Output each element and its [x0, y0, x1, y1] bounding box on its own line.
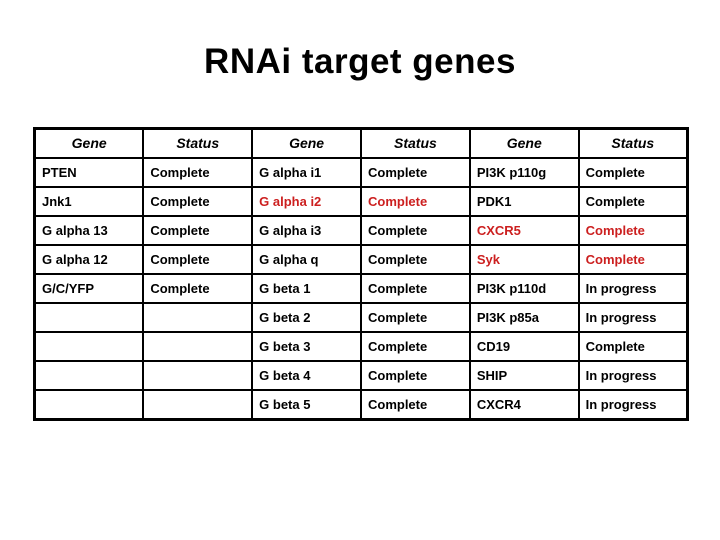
- gene-cell: PI3K p85a: [468, 302, 580, 334]
- gene-cell: G beta 5: [251, 389, 362, 421]
- gene-cell: PI3K p110g: [468, 156, 580, 188]
- status-cell: Complete: [359, 331, 471, 363]
- status-cell: Complete: [577, 214, 689, 246]
- gene-cell: G alpha 12: [33, 243, 145, 275]
- status-cell: Complete: [142, 185, 254, 217]
- status-cell: Complete: [359, 272, 471, 305]
- status-cell: Complete: [359, 389, 471, 421]
- status-cell: [142, 360, 254, 392]
- gene-cell: CXCR5: [468, 214, 580, 246]
- gene-cell: G alpha i1: [251, 156, 362, 188]
- gene-cell: G/C/YFP: [33, 272, 145, 305]
- gene-cell: G alpha i3: [251, 214, 362, 246]
- column-header-status-3: Status: [577, 127, 689, 159]
- gene-cell: PTEN: [33, 156, 145, 188]
- status-cell: Complete: [142, 272, 254, 305]
- status-cell: In progress: [577, 360, 689, 392]
- gene-cell: PI3K p110d: [468, 272, 580, 305]
- status-cell: Complete: [577, 243, 689, 275]
- status-cell: Complete: [142, 214, 254, 246]
- gene-cell: [33, 302, 145, 334]
- status-cell: Complete: [142, 243, 254, 275]
- gene-cell: PDK1: [468, 185, 580, 217]
- gene-cell: CXCR4: [468, 389, 580, 421]
- gene-cell: G alpha i2: [251, 185, 362, 217]
- status-cell: Complete: [577, 156, 689, 188]
- status-cell: Complete: [142, 156, 254, 188]
- status-cell: In progress: [577, 389, 689, 421]
- status-cell: In progress: [577, 272, 689, 305]
- status-cell: Complete: [577, 185, 689, 217]
- status-cell: Complete: [577, 331, 689, 363]
- status-cell: [142, 302, 254, 334]
- column-header-gene-3: Gene: [468, 127, 580, 159]
- gene-cell: SHIP: [468, 360, 580, 392]
- gene-cell: G beta 2: [251, 302, 362, 334]
- gene-cell: [33, 389, 145, 421]
- gene-cell: G beta 3: [251, 331, 362, 363]
- gene-cell: G beta 4: [251, 360, 362, 392]
- slide-title: RNAi target genes: [204, 42, 516, 81]
- status-cell: In progress: [577, 302, 689, 334]
- gene-cell: [33, 331, 145, 363]
- gene-cell: [33, 360, 145, 392]
- column-header-status-2: Status: [359, 127, 471, 159]
- status-cell: Complete: [359, 243, 471, 275]
- gene-cell: G beta 1: [251, 272, 362, 305]
- status-cell: [142, 331, 254, 363]
- status-cell: Complete: [359, 302, 471, 334]
- gene-cell: G alpha 13: [33, 214, 145, 246]
- gene-cell: CD19: [468, 331, 580, 363]
- status-cell: Complete: [359, 185, 471, 217]
- column-header-gene-1: Gene: [33, 127, 145, 159]
- status-cell: Complete: [359, 360, 471, 392]
- gene-cell: Syk: [468, 243, 580, 275]
- gene-cell: G alpha q: [251, 243, 362, 275]
- status-cell: Complete: [359, 156, 471, 188]
- status-cell: [142, 389, 254, 421]
- gene-cell: Jnk1: [33, 185, 145, 217]
- status-cell: Complete: [359, 214, 471, 246]
- column-header-status-1: Status: [142, 127, 254, 159]
- column-header-gene-2: Gene: [251, 127, 362, 159]
